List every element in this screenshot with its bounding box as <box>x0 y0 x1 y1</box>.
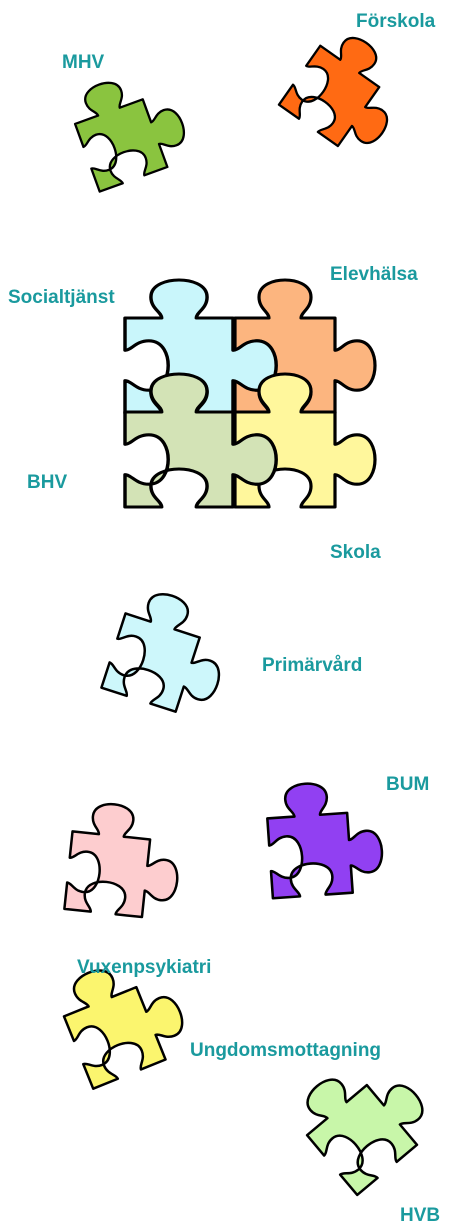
label-bhv: BHV <box>27 472 67 493</box>
label-mhv: MHV <box>62 52 105 73</box>
vuxenpsykiatri-piece-shape <box>63 799 186 922</box>
primarvard-piece <box>100 582 241 723</box>
bum-piece-shape <box>263 777 386 900</box>
hvb-piece-shape <box>285 1039 443 1197</box>
label-hvb: HVB <box>400 1205 440 1226</box>
label-forskola: Förskola <box>356 11 436 32</box>
label-elevhalsa: Elevhälsa <box>330 264 418 285</box>
bum-piece <box>263 777 386 900</box>
vuxenpsykiatri-piece <box>63 799 186 922</box>
forskola-piece <box>277 20 421 164</box>
label-primarvard: Primärvård <box>262 655 362 676</box>
label-socialtjanst: Socialtjänst <box>8 287 115 308</box>
mhv-piece-shape <box>64 61 196 193</box>
label-skola: Skola <box>330 542 381 563</box>
mhv-piece <box>64 61 196 193</box>
hvb-piece <box>285 1039 443 1197</box>
label-bum: BUM <box>386 774 429 795</box>
forskola-piece-shape <box>277 20 421 164</box>
label-ungdomsmottagning: Ungdomsmottagning <box>190 1040 381 1061</box>
primarvard-piece-shape <box>100 582 241 723</box>
label-vuxenpsykiatri: Vuxenpsykiatri <box>77 957 211 978</box>
